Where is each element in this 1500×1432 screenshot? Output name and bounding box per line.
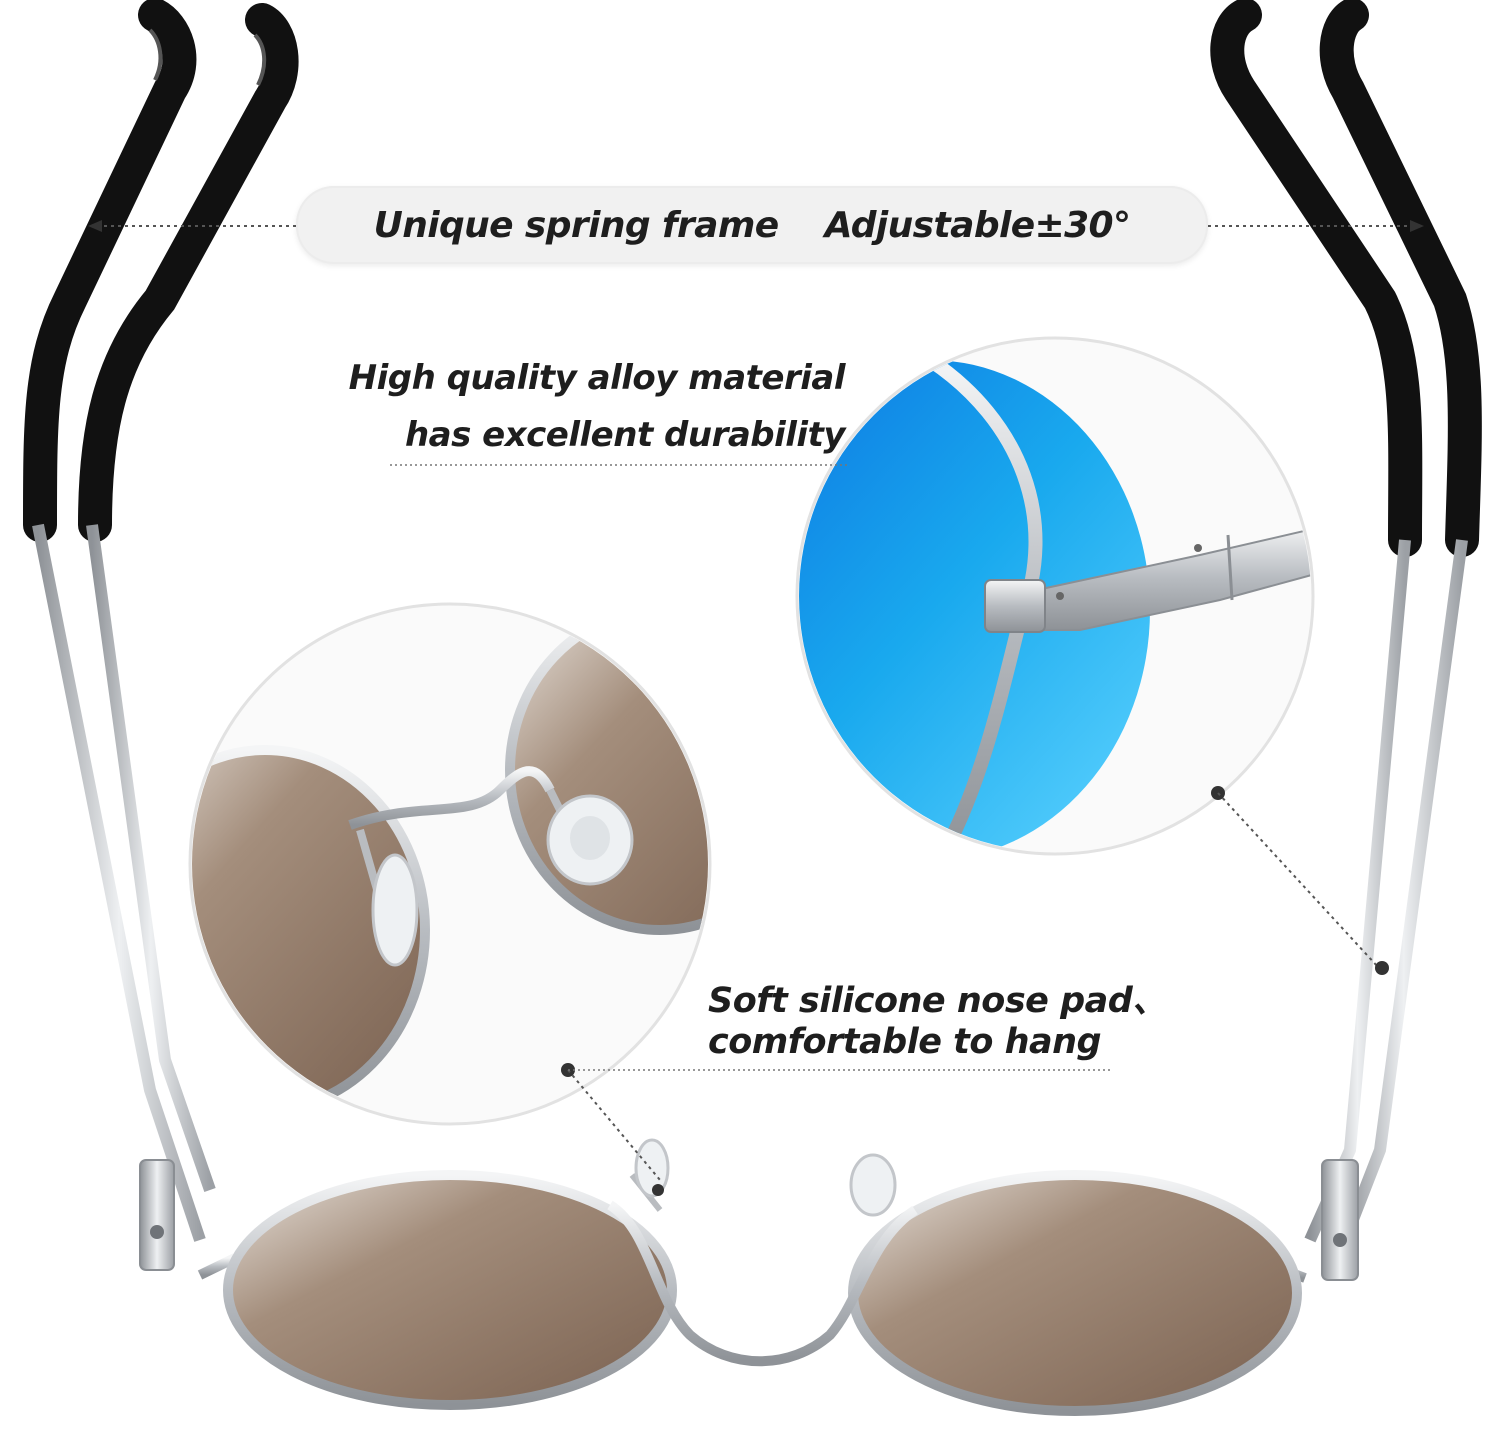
alloy-callout-line2: has excellent durability: [404, 415, 846, 455]
adjustable-label: Adjustable±30°: [824, 204, 1131, 246]
nose-pad-zoom-circle: [188, 602, 1112, 1181]
left-temples: [23, 0, 299, 1271]
nose-pad-callout-line2: comfortable to hang: [708, 1022, 1102, 1062]
left-lens: [223, 1170, 677, 1410]
banner-arrows: [88, 220, 1424, 232]
nose-pad-callout-line1: Soft silicone nose pad、: [708, 981, 1167, 1021]
right-temples: [1210, 0, 1482, 1281]
right-nose-pad: [849, 1153, 897, 1217]
right-lens: [848, 1170, 1302, 1416]
spring-frame-label: Unique spring frame: [373, 204, 780, 246]
glasses-front-frame: [197, 1138, 1307, 1416]
left-nose-pad: [634, 1138, 670, 1198]
feature-banner: Unique spring frame Adjustable±30°: [296, 186, 1208, 264]
alloy-callout-line1: High quality alloy material: [348, 358, 846, 398]
